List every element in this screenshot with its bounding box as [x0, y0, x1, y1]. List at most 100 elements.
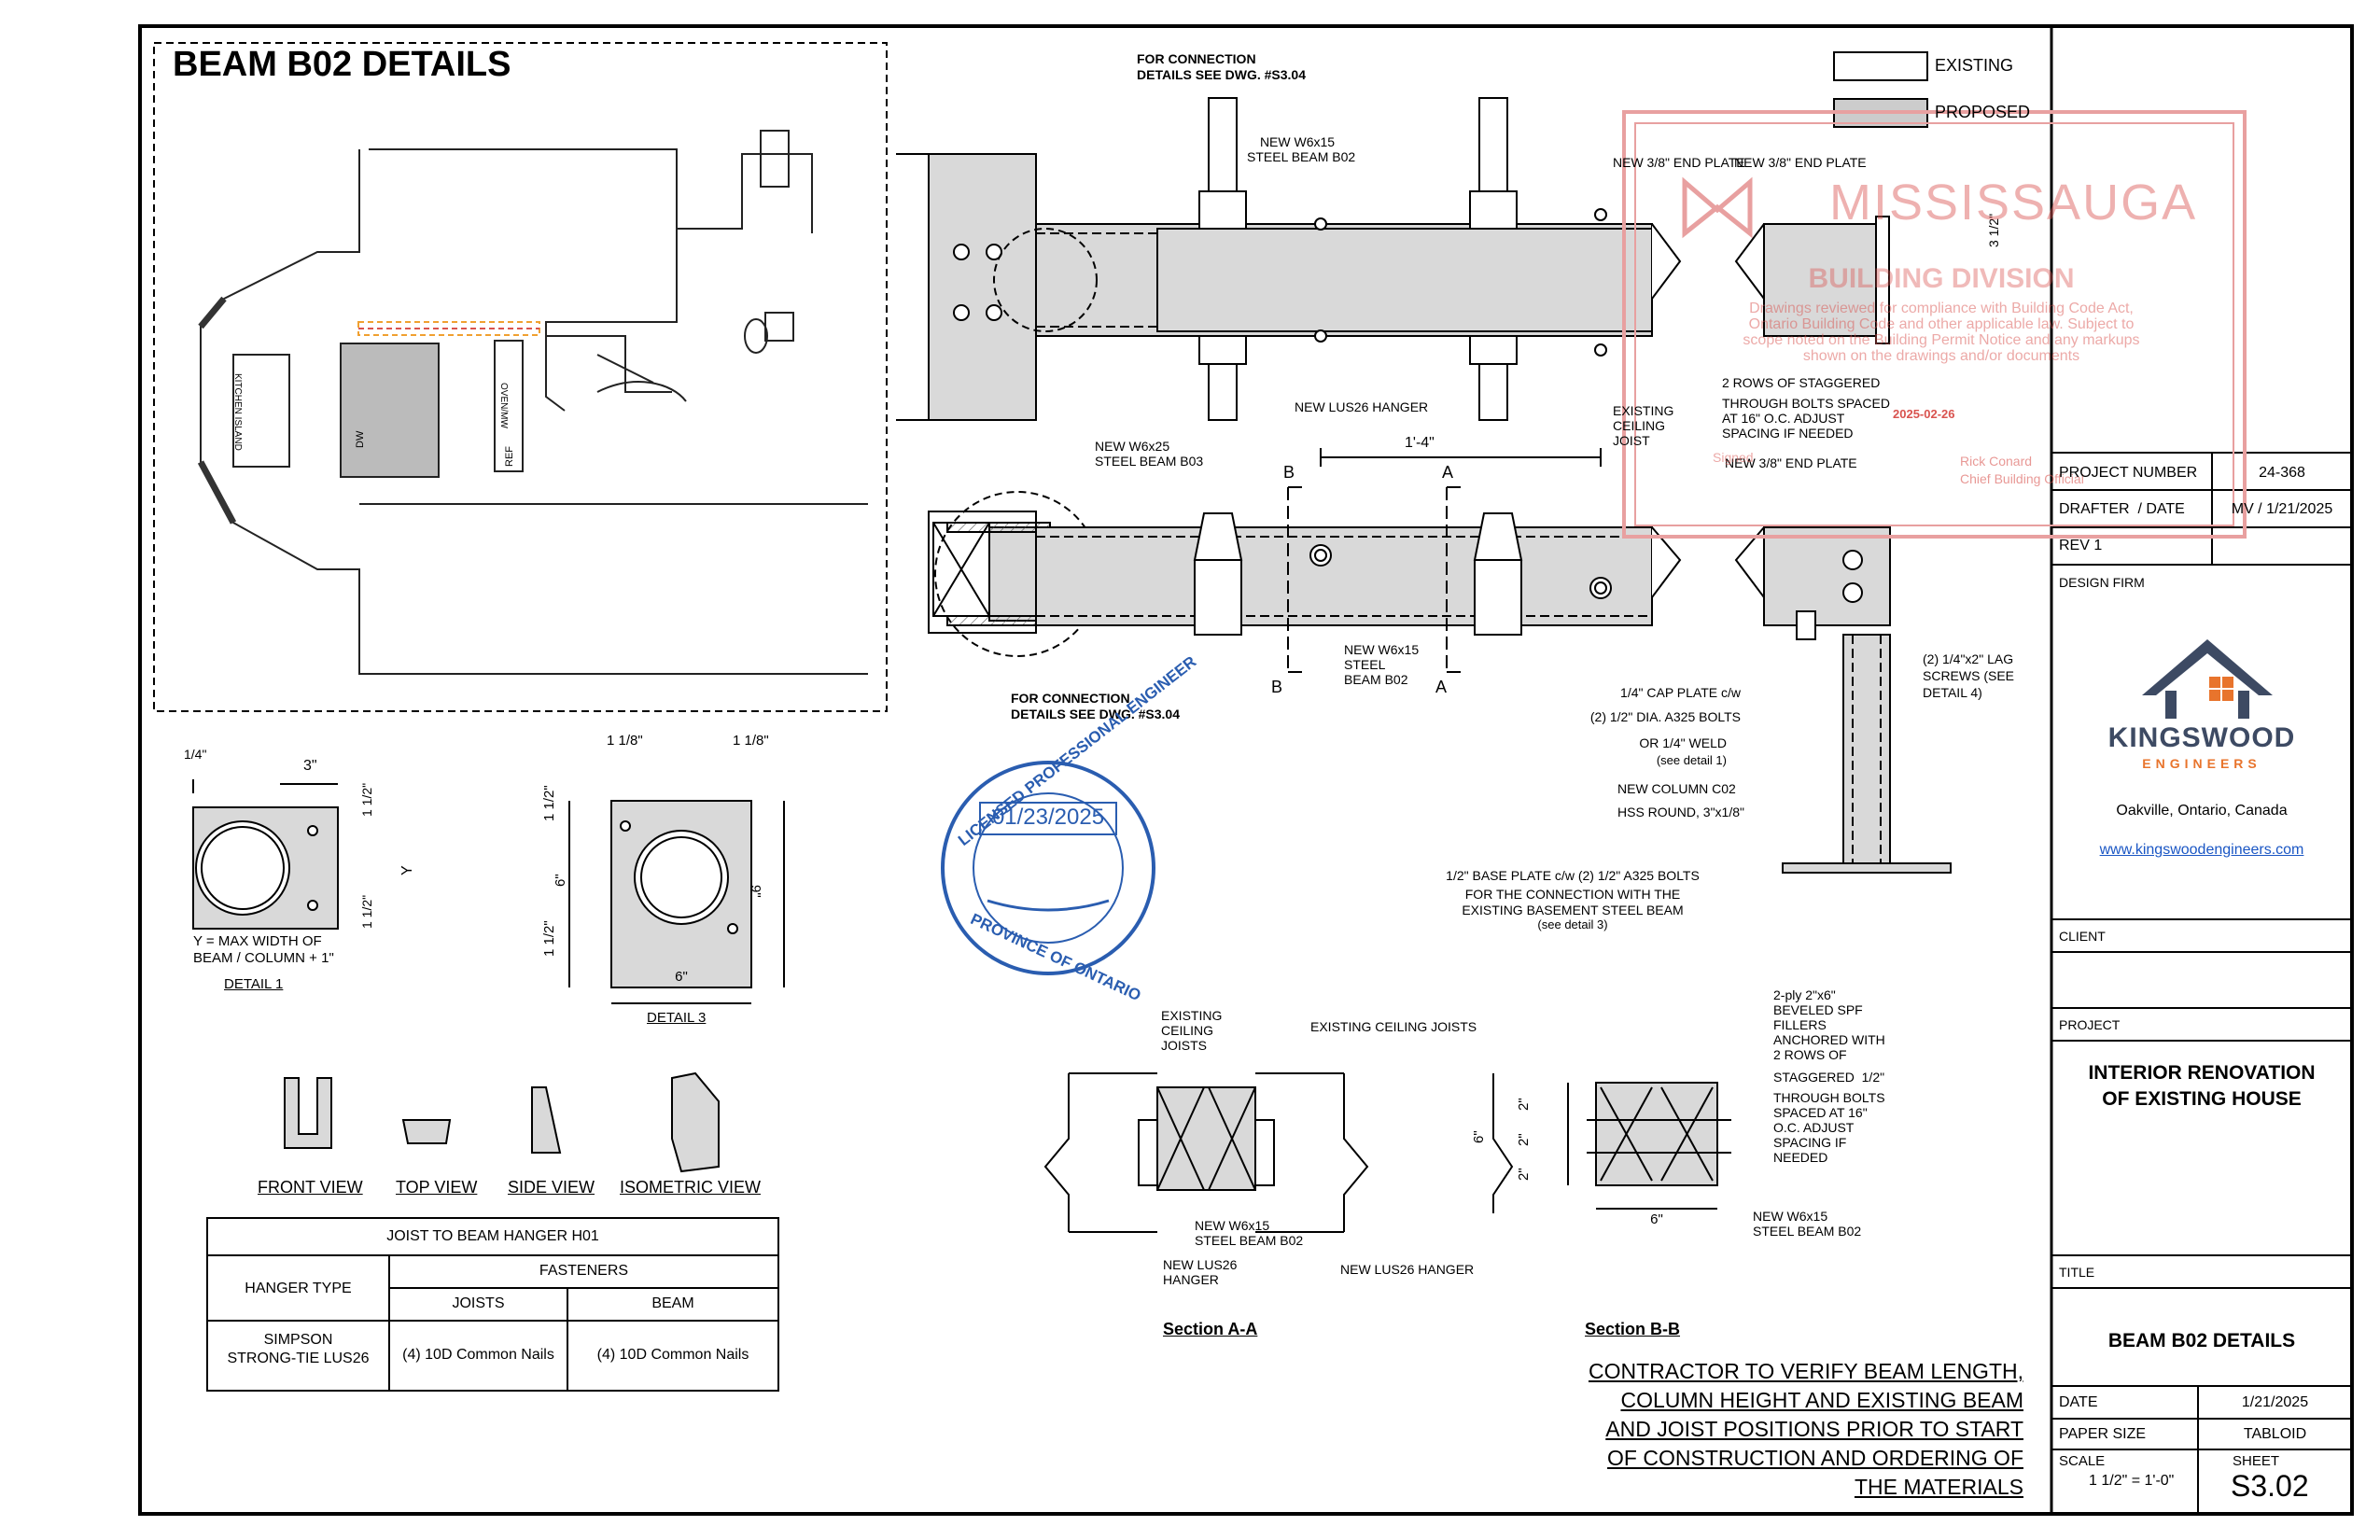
- note-cap-plate-4: (see detail 1): [1656, 753, 1727, 767]
- detail1-note-1: Y = MAX WIDTH OF: [193, 933, 322, 949]
- detail1-dim-top: 1/4": [184, 747, 207, 762]
- detail3-dim-top-left: 1 1/2": [541, 785, 557, 821]
- note-beam-bottom-2: STEEL: [1344, 657, 1386, 672]
- sec-aa-hanger-left-2: HANGER: [1163, 1272, 1219, 1287]
- note-ceiling-joist-2: CEILING: [1613, 418, 1666, 433]
- tb-project-name-2: OF EXISTING HOUSE: [2102, 1088, 2302, 1110]
- note-beam-b03-2: STEEL BEAM B03: [1095, 454, 1204, 469]
- note-ceiling-joist-1: EXISTING: [1613, 403, 1674, 418]
- note-ceiling-joist-3: JOIST: [1613, 433, 1650, 448]
- tb-title: BEAM B02 DETAILS: [2107, 1330, 2296, 1351]
- note-cap-plate-3: OR 1/4" WELD: [1639, 735, 1727, 750]
- note-lag-1: (2) 1/4"x2" LAG: [1923, 651, 2014, 666]
- title-block-grid: [2051, 452, 2352, 1514]
- tb-paper-label: PAPER SIZE: [2059, 1426, 2147, 1442]
- detail3-dim-right: 1 1/8": [733, 733, 769, 749]
- tb-firm-url[interactable]: www.kingswoodengineers.com: [2099, 842, 2304, 858]
- note-base-plate-4: (see detail 3): [1537, 917, 1608, 931]
- tb-project-number-label: PROJECT NUMBER: [2059, 465, 2198, 481]
- detail3-dim-bot-left: 1 1/2": [541, 920, 557, 957]
- note-lag-3: DETAIL 4): [1923, 685, 1982, 700]
- sec-bb-caption: Section B-B: [1585, 1320, 1681, 1338]
- hanger-table-row-joists: (4) 10D Common Nails: [402, 1347, 554, 1363]
- tb-date-label: DATE: [2059, 1394, 2098, 1410]
- note-staggered-3: AT 16" O.C. ADJUST: [1722, 411, 1845, 426]
- engineer-seal: [941, 761, 1155, 975]
- note-column-2: HSS ROUND, 3"x1/8": [1617, 805, 1744, 819]
- hanger-front-view: FRONT VIEW: [258, 1178, 363, 1197]
- sec-aa-joists-3: JOISTS: [1161, 1038, 1208, 1053]
- floorplan-frame: [153, 42, 888, 712]
- note-base-plate-2: FOR THE CONNECTION WITH THE: [1464, 887, 1681, 902]
- sec-bb-fillers-5: 2 ROWS OF: [1773, 1047, 1847, 1062]
- detail3-dim-height: 9": [748, 885, 763, 898]
- sec-bb-staggered-3: SPACED AT 16": [1773, 1105, 1868, 1120]
- section-mark-a-top: A: [1442, 463, 1454, 482]
- city-stamp-date: 2025-02-26: [1893, 407, 1955, 421]
- note-end-plate-3: NEW 3/8" END PLATE: [1725, 455, 1857, 470]
- sec-bb-fillers-4: ANCHORED WITH: [1773, 1032, 1885, 1047]
- general-note-3: AND JOIST POSITIONS PRIOR TO START: [1605, 1417, 2023, 1441]
- legend-existing-swatch: [1833, 51, 1928, 81]
- tb-sheet-label: SHEET: [2233, 1453, 2280, 1469]
- sec-bb-beam-2: STEEL BEAM B02: [1753, 1224, 1862, 1239]
- hanger-table-col-type: HANGER TYPE: [245, 1281, 352, 1296]
- sec-aa-beam-1: NEW W6x15: [1195, 1218, 1270, 1233]
- tb-firm-sub: ENGINEERS: [2142, 756, 2261, 771]
- sec-bb-fillers-1: 2-ply 2"x6": [1773, 987, 1836, 1002]
- sec-aa-joists-1: EXISTING: [1161, 1008, 1223, 1023]
- note-beam-bottom-3: BEAM B02: [1344, 672, 1408, 687]
- note-connection-bottom-1: FOR CONNECTION: [1011, 691, 1130, 706]
- hanger-table-col-joists: JOISTS: [452, 1295, 505, 1311]
- hanger-table-row-type-2: STRONG-TIE LUS26: [227, 1351, 370, 1366]
- detail1-dim-y: Y: [399, 865, 415, 875]
- section-aa-drawing: [1043, 1072, 1369, 1233]
- hanger-table-col-fasteners: FASTENERS: [539, 1263, 629, 1279]
- hanger-side-view: SIDE VIEW: [508, 1178, 595, 1197]
- city-stamp-division: BUILDING DIVISION: [1808, 263, 2075, 294]
- general-note-5: THE MATERIALS: [1854, 1475, 2023, 1499]
- hanger-views-drawing: [284, 1071, 720, 1173]
- note-beam-bottom-1: NEW W6x15: [1344, 642, 1420, 657]
- tb-scale-label: SCALE: [2059, 1453, 2106, 1469]
- hanger-isometric-view: ISOMETRIC VIEW: [620, 1178, 762, 1197]
- section-cut-marks: [1287, 448, 1602, 673]
- kingswood-house-logo: [2142, 639, 2273, 719]
- hanger-table-title: JOIST TO BEAM HANGER H01: [386, 1228, 599, 1244]
- tb-project-name-1: INTERIOR RENOVATION: [2088, 1062, 2316, 1084]
- note-beam-b03-1: NEW W6x25: [1095, 439, 1170, 454]
- dim-span: 1'-4": [1405, 435, 1435, 451]
- city-stamp-body-4: shown on the drawings and/or documents: [1802, 348, 2080, 364]
- sec-bb-beam-1: NEW W6x15: [1753, 1209, 1828, 1224]
- detail1-dim-half1: 1 1/2": [359, 782, 374, 817]
- tb-firm-name: KINGSWOOD: [2107, 722, 2296, 753]
- detail3-dim-width: 6": [675, 969, 688, 985]
- note-connection-top-1: FOR CONNECTION: [1137, 51, 1256, 66]
- note-staggered-1: 2 ROWS OF STAGGERED: [1722, 375, 1881, 390]
- tb-drafter: MV / 1/21/2025: [2231, 501, 2333, 517]
- sec-aa-joists-2: CEILING: [1161, 1023, 1214, 1038]
- sec-bb-staggered-4: O.C. ADJUST: [1773, 1120, 1855, 1135]
- sec-bb-staggered-2: THROUGH BOLTS: [1773, 1090, 1885, 1105]
- tb-project-number: 24-368: [2259, 465, 2305, 481]
- city-stamp-body-3: scope noted on the Building Permit Notic…: [1743, 332, 2140, 348]
- detail-1-drawing: [192, 779, 339, 930]
- section-mark-a-bottom: A: [1435, 678, 1448, 696]
- sec-aa-hanger-left-1: NEW LUS26: [1163, 1257, 1238, 1272]
- note-base-plate-1: 1/2" BASE PLATE c/w (2) 1/2" A325 BOLTS: [1446, 868, 1700, 883]
- city-stamp-body-1: Drawings reviewed for compliance with Bu…: [1749, 301, 2134, 316]
- section-mark-b-bottom: B: [1271, 678, 1283, 696]
- sheet-heading: BEAM B02 DETAILS: [173, 45, 511, 84]
- sheet-border: [138, 24, 2354, 1516]
- hanger-table-col-beam: BEAM: [651, 1295, 694, 1311]
- note-column-1: NEW COLUMN C02: [1617, 781, 1736, 796]
- sec-aa-caption: Section A-A: [1163, 1320, 1258, 1338]
- engineer-seal-date: 01/23/2025: [991, 805, 1105, 830]
- tb-sheet: S3.02: [2231, 1469, 2309, 1503]
- note-lag-2: SCREWS (SEE: [1923, 668, 2015, 683]
- tb-date: 1/21/2025: [2241, 1394, 2309, 1410]
- city-review-stamp-frame: [1622, 110, 2247, 539]
- general-note-1: CONTRACTOR TO VERIFY BEAM LENGTH,: [1588, 1359, 2023, 1383]
- sec-aa-joists-right: EXISTING CEILING JOISTS: [1310, 1019, 1477, 1034]
